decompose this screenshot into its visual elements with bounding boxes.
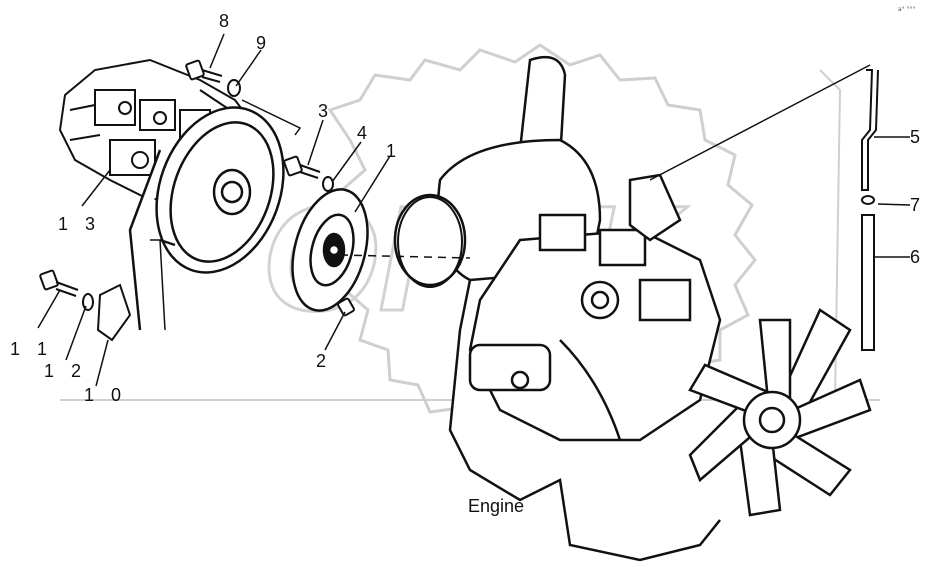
callout-2: 2 [316, 351, 333, 371]
bracket-10 [96, 283, 132, 342]
gasket-ring [397, 196, 463, 288]
callout-7: 7 [910, 195, 927, 215]
callout-11: 1 1 [10, 339, 54, 359]
callout-8: 8 [219, 11, 236, 31]
leader-lines [37, 33, 911, 387]
alignment-lines [150, 64, 871, 331]
callout-9: 9 [256, 33, 273, 53]
callout-13: 1 3 [58, 214, 102, 234]
corner-mark: a° °°° [898, 6, 916, 13]
callout-1: 1 [386, 141, 403, 161]
callout-12: 1 2 [44, 361, 88, 381]
pump-flange [128, 106, 285, 331]
callout-10: 1 0 [84, 385, 128, 405]
callout-3: 3 [318, 101, 335, 121]
dipstick-assembly [861, 69, 879, 351]
bolt-11 [39, 269, 79, 297]
bolt-2 [337, 297, 355, 317]
bolt-8 [185, 59, 223, 83]
engine-label: Engine [468, 496, 525, 516]
callout-5: 5 [910, 127, 927, 147]
cooling-fan [688, 308, 872, 517]
callout-4: 4 [357, 123, 374, 143]
washer-12 [82, 293, 94, 311]
damper-disc [291, 188, 369, 312]
callout-6: 6 [910, 247, 927, 267]
engine-block [393, 55, 722, 562]
hydraulic-pump [58, 58, 252, 202]
bolt-3 [283, 155, 321, 179]
washer-4 [322, 176, 334, 192]
